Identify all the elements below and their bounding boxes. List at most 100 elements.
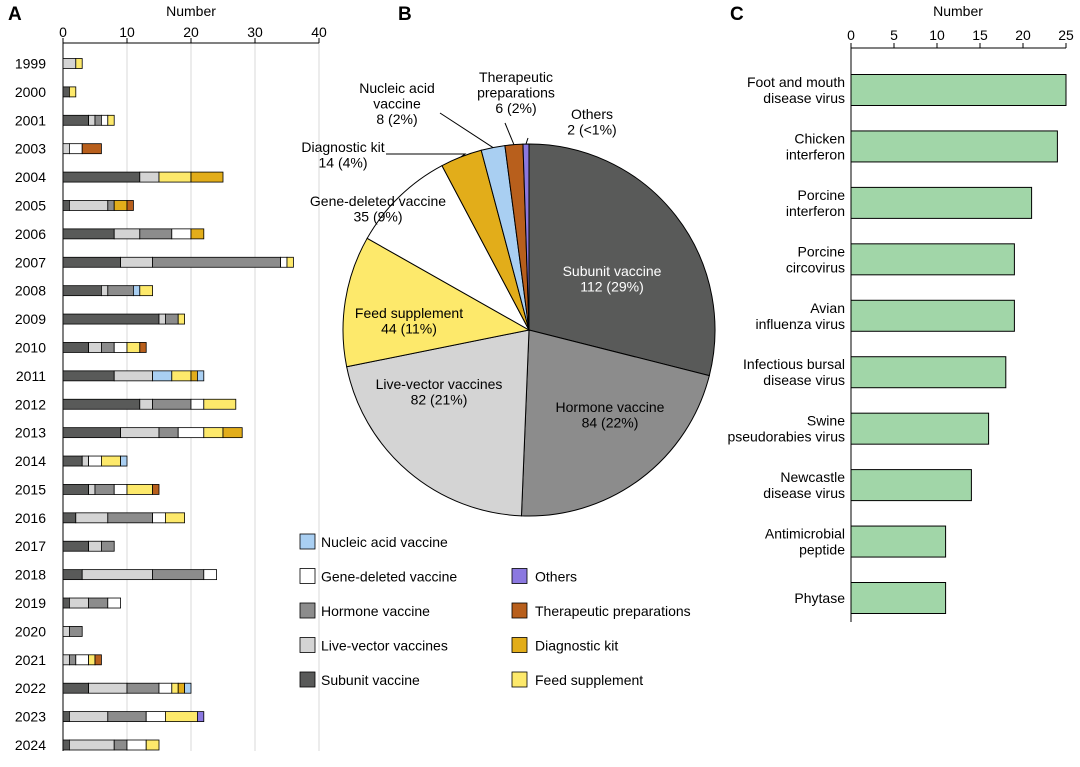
- panel-a-year-label: 2004: [15, 169, 46, 185]
- panel-c-category-label: interferon: [786, 203, 845, 219]
- legend-swatch-live-vector-vaccines: [299, 637, 316, 653]
- panel-a-bar-segment-subunit-vaccine: [62, 285, 102, 297]
- panel-c-bar: [850, 243, 1015, 276]
- panel-a-bar-segment-diagnostic-kit: [190, 228, 205, 240]
- panel-a-bar-segment-live-vector-vaccines: [62, 58, 77, 69]
- panel-a-year-label: 2020: [15, 623, 46, 639]
- panel-a-bar-segment-hormone-vaccine: [107, 285, 134, 297]
- panel-a-bar-segment-subunit-vaccine: [62, 370, 115, 382]
- panel-a-bar-segment-hormone-vaccine: [164, 313, 179, 325]
- panel-a-bar-segment-live-vector-vaccines: [62, 626, 70, 637]
- panel-c-category-label: Newcastle: [780, 469, 845, 485]
- panel-a-year-label: 2009: [15, 311, 46, 327]
- legend-label-gene-deleted-vaccine: Gene-deleted vaccine: [321, 569, 457, 585]
- panel-a-tick-label: 10: [119, 24, 135, 40]
- panel-a-bar-segment-subunit-vaccine: [62, 200, 70, 211]
- pie-label-diagnostic-kit: Diagnostic kit: [301, 139, 384, 155]
- pie-label-nucleic-acid-vaccine: 8 (2%): [376, 111, 417, 127]
- panel-a-bar-segment-diagnostic-kit: [190, 370, 198, 382]
- panel-a-bar-segment-feed-supplement: [171, 370, 192, 382]
- panel-a-bar-segment-subunit-vaccine: [62, 597, 70, 609]
- legend-swatch-subunit-vaccine: [299, 671, 316, 688]
- panel-a-year-label: 2010: [15, 339, 46, 355]
- panel-a-bar-segment-nucleic-acid-vaccine: [152, 370, 173, 382]
- panel-a-bar-segment-subunit-vaccine: [62, 484, 90, 495]
- panel-a-bar-segment-hormone-vaccine: [152, 569, 205, 581]
- panel-a-bar-segment-diagnostic-kit: [190, 171, 224, 183]
- panel-a-bar-segment-feed-supplement: [203, 427, 224, 439]
- panel-a-bar-segment-feed-supplement: [286, 256, 294, 268]
- panel-a-bar-segment-gene-deleted-vaccine: [107, 597, 122, 609]
- panel-c-tick-label: 5: [890, 27, 898, 43]
- panel-a-year-label: 2022: [15, 680, 46, 696]
- panel-c-category-label: peptide: [799, 542, 845, 558]
- pie-slice-live-vector-vaccines: [346, 329, 530, 517]
- legend-swatch-nucleic-acid-vaccine: [299, 533, 316, 550]
- panel-a-bar-segment-hormone-vaccine: [107, 711, 147, 723]
- panel-c-bar: [850, 299, 1015, 332]
- panel-c-category-label: pseudorabies virus: [727, 429, 845, 445]
- panel-a-bar-segment-diagnostic-kit: [113, 200, 128, 211]
- pie-label-therapeutic-preparations: Therapeutic: [479, 69, 553, 85]
- panel-a-bar-segment-subunit-vaccine: [62, 313, 160, 325]
- legend-label-nucleic-acid-vaccine: Nucleic acid vaccine: [321, 534, 448, 550]
- panel-a-bar-segment-diagnostic-kit: [177, 682, 185, 694]
- pie-leader-line: [386, 153, 467, 158]
- pie-leader-line: [525, 137, 529, 145]
- panel-a-year-label: 2000: [15, 84, 46, 100]
- panel-a-bar-segment-live-vector-vaccines: [139, 171, 160, 183]
- panel-a-bar-segment-gene-deleted-vaccine: [113, 342, 128, 353]
- panel-label-c: C: [730, 4, 744, 25]
- pie-label-nucleic-acid-vaccine: vaccine: [373, 96, 421, 112]
- legend-swatch-others: [511, 568, 528, 584]
- panel-a-year-label: 2011: [16, 368, 46, 384]
- panel-a-bar-segment-gene-deleted-vaccine: [280, 256, 288, 268]
- panel-a-bar-segment-feed-supplement: [88, 654, 96, 666]
- panel-c-bar: [850, 412, 990, 445]
- panel-a-bar-segment-gene-deleted-vaccine: [69, 143, 83, 155]
- pie-label-others: Others: [571, 106, 613, 122]
- panel-c-bar: [850, 130, 1058, 163]
- panel-a-tick-label: 30: [247, 24, 263, 40]
- panel-a-year-label: 2019: [15, 595, 46, 611]
- panel-c-bar: [850, 186, 1033, 219]
- panel-a-bar-segment-subunit-vaccine: [62, 512, 77, 524]
- panel-a-bar-segment-live-vector-vaccines: [81, 455, 89, 467]
- pie-label-therapeutic-preparations: preparations: [477, 85, 555, 101]
- legend-label-others: Others: [535, 569, 577, 585]
- panel-c-category-label: Avian: [810, 300, 845, 316]
- panel-a-bar-segment-feed-supplement: [69, 86, 77, 98]
- panel-a-bar-segment-therapeutic-preparations: [126, 200, 134, 211]
- legend-label-subunit-vaccine: Subunit vaccine: [321, 672, 420, 688]
- panel-a-bar-segment-feed-supplement: [139, 285, 154, 297]
- panel-c-tick-label: 25: [1058, 27, 1074, 43]
- pie-leader-line: [504, 122, 515, 145]
- panel-a-bar-segment-live-vector-vaccines: [88, 484, 96, 495]
- legend-label-hormone-vaccine: Hormone vaccine: [321, 603, 430, 619]
- panel-a-bar-segment-live-vector-vaccines: [139, 398, 154, 410]
- panel-a-bar-segment-gene-deleted-vaccine: [88, 455, 102, 467]
- panel-a-bar-segment-others: [196, 711, 205, 723]
- panel-a-year-label: 2017: [15, 538, 46, 554]
- panel-a-bar-segment-nucleic-acid-vaccine: [184, 682, 192, 694]
- panel-c-category-label: disease virus: [763, 485, 845, 501]
- pie-label-hormone-vaccine: Hormone vaccine: [556, 399, 665, 415]
- panel-a-bar-segment-nucleic-acid-vaccine: [120, 455, 128, 467]
- pie-label-gene-deleted-vaccine: Gene-deleted vaccine: [310, 193, 446, 209]
- pie-label-live-vector-vaccines: Live-vector vaccines: [376, 376, 503, 392]
- legend-swatch-feed-supplement: [511, 671, 528, 688]
- pie-slice-feed-supplement: [342, 237, 531, 368]
- panel-c-category-label: disease virus: [763, 372, 845, 388]
- panel-c-category-label: interferon: [786, 146, 845, 162]
- panel-a-bar-segment-feed-supplement: [158, 171, 192, 183]
- panel-a-bar-segment-gene-deleted-vaccine: [190, 398, 205, 410]
- panel-label-b: B: [398, 4, 412, 25]
- panel-a-bar-segment-hormone-vaccine: [101, 540, 115, 552]
- legend-swatch-gene-deleted-vaccine: [299, 568, 316, 584]
- panel-a-year-label: 2014: [15, 453, 46, 469]
- panel-a-bar-segment-feed-supplement: [164, 711, 198, 723]
- panel-a-bar-segment-subunit-vaccine: [62, 569, 83, 581]
